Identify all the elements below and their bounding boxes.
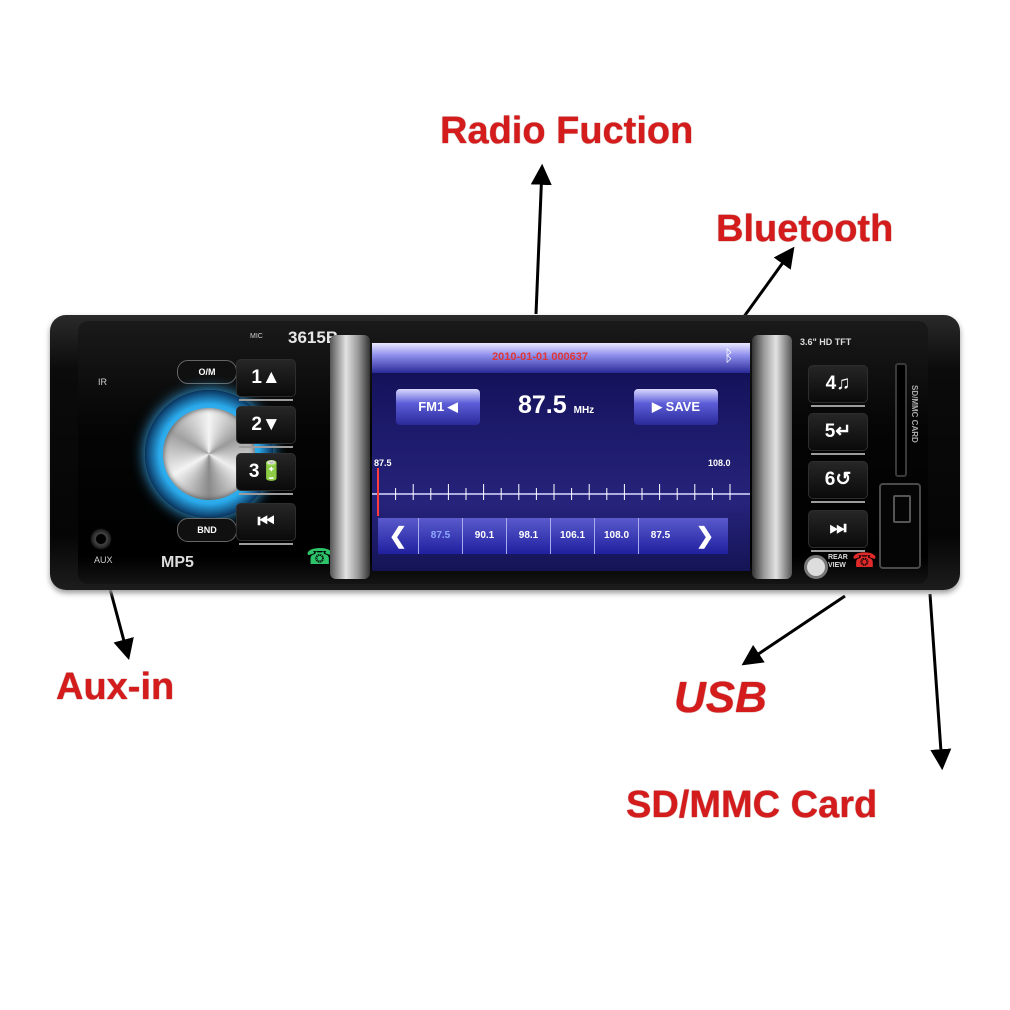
band-button[interactable]: BND: [177, 518, 237, 542]
ir-label: IR: [98, 377, 107, 387]
car-stereo-head-unit: IR MIC 3615B O/M BND AUX MP5 1▲ 2▼ 3🔋 ⏮ …: [50, 315, 960, 590]
prev-preset-button[interactable]: ❮: [378, 518, 418, 554]
scale-min-label: 87.5: [374, 458, 392, 468]
preset-4-music-button[interactable]: 4♫: [808, 365, 868, 407]
callout-sd-mmc-card: SD/MMC Card: [626, 784, 878, 826]
datetime-readout: 2010-01-01 000637: [492, 351, 589, 363]
frequency-value: 87.5: [518, 391, 567, 419]
sd-slot-label: SD/MMC CARD: [910, 385, 919, 443]
screen-bezel-left: [330, 335, 370, 579]
scale-max-label: 108.0: [708, 458, 731, 468]
mp5-label: MP5: [161, 554, 194, 571]
hangup-icon[interactable]: ☎: [852, 550, 877, 572]
preset-item[interactable]: 106.1: [550, 518, 594, 554]
next-track-button[interactable]: ⏭: [808, 510, 868, 552]
preset-1-up-button[interactable]: 1▲: [236, 359, 296, 401]
screen-spec-label: 3.6" HD TFT: [800, 337, 852, 347]
status-bar: [372, 343, 750, 373]
preset-5-enter-button[interactable]: 5↵: [808, 413, 868, 455]
preset-item[interactable]: 108.0: [594, 518, 638, 554]
rear-view-label: REAR VIEW: [828, 554, 848, 569]
preset-bar: ❮ 87.5 90.1 98.1 106.1 108.0 87.5 ❯: [378, 518, 728, 554]
preset-item[interactable]: 90.1: [462, 518, 506, 554]
band-fm1-button[interactable]: FM1 ◀: [396, 389, 480, 425]
save-button[interactable]: ▶ SAVE: [634, 389, 718, 425]
usb-port[interactable]: [879, 483, 921, 569]
tft-display: 2010-01-01 000637 ᛒ FM1 ◀ 87.5 MHz ▶ SAV…: [372, 343, 750, 571]
preset-6-return-button[interactable]: 6↺: [808, 461, 868, 503]
bluetooth-icon: ᛒ: [724, 348, 734, 365]
preset-2-down-button[interactable]: 2▼: [236, 406, 296, 448]
arrow-sd: [928, 593, 952, 771]
frequency-readout: 87.5 MHz: [518, 391, 594, 420]
callout-bluetooth: Bluetooth: [716, 208, 894, 250]
sd-card-slot[interactable]: [895, 363, 907, 477]
rear-camera-icon: [804, 555, 828, 579]
arrow-usb: [741, 594, 846, 666]
callout-usb: USB: [674, 673, 767, 722]
preset-item[interactable]: 98.1: [506, 518, 550, 554]
preset-item[interactable]: 87.5: [418, 518, 462, 554]
arrow-bluetooth: [741, 246, 795, 319]
arrow-aux: [107, 584, 134, 661]
preset-item[interactable]: 87.5: [638, 518, 682, 554]
aux-jack[interactable]: [90, 528, 112, 550]
power-mode-button[interactable]: O/M: [177, 360, 237, 384]
arrow-radio: [530, 163, 552, 315]
callout-radio-function: Radio Fuction: [440, 110, 694, 152]
preset-3-battery-button[interactable]: 3🔋: [236, 453, 296, 495]
tuning-scale[interactable]: 87.5 108.0: [372, 456, 750, 516]
aux-label: AUX: [94, 555, 113, 565]
call-icon[interactable]: ☎: [306, 544, 334, 569]
previous-track-button[interactable]: ⏮: [236, 503, 296, 545]
frequency-unit: MHz: [573, 405, 595, 416]
model-number: 3615B: [288, 328, 339, 347]
next-preset-button[interactable]: ❯: [682, 518, 728, 554]
callout-aux-in: Aux-in: [56, 666, 175, 708]
screen-bezel-right: [752, 335, 792, 579]
tuning-ruler: [372, 468, 750, 516]
mic-label: MIC: [250, 333, 263, 340]
